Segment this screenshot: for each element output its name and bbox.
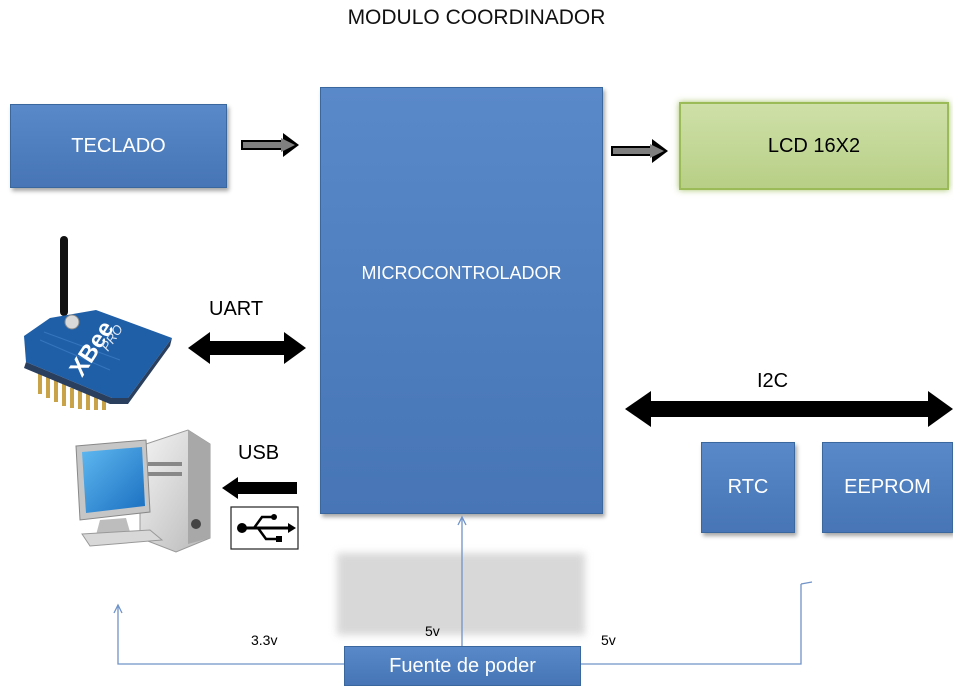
usb-arrow bbox=[222, 477, 297, 499]
uart-label: UART bbox=[209, 298, 264, 320]
usb-label: USB bbox=[238, 442, 280, 464]
keyboard-label: TECLADO bbox=[71, 134, 166, 157]
voltage-5v-right-label: 5v bbox=[601, 632, 616, 648]
mcu-reflection bbox=[337, 553, 585, 635]
voltage-3v3-label: 3.3v bbox=[251, 632, 278, 648]
usb-icon bbox=[230, 506, 299, 550]
power-supply-block: Fuente de poder bbox=[344, 646, 581, 686]
microcontroller-block: MICROCONTROLADOR bbox=[320, 87, 603, 514]
i2c-bidirectional-arrow bbox=[625, 391, 953, 427]
keyboard-block: TECLADO bbox=[10, 104, 227, 188]
microcontroller-label: MICROCONTROLADOR bbox=[361, 263, 562, 283]
mcu-to-lcd-arrow bbox=[611, 139, 668, 163]
lcd-label: LCD 16X2 bbox=[767, 134, 861, 157]
eeprom-label: EEPROM bbox=[844, 476, 931, 498]
i2c-label: I2C bbox=[757, 370, 789, 392]
rtc-label: RTC bbox=[727, 476, 769, 498]
xbee-module-image: XBee PRO bbox=[18, 232, 186, 410]
diagram-title: MODULO COORDINADOR bbox=[347, 6, 606, 29]
eeprom-block: EEPROM bbox=[822, 442, 953, 533]
power-wires bbox=[113, 515, 813, 665]
rtc-block: RTC bbox=[701, 442, 795, 533]
power-supply-label: Fuente de poder bbox=[389, 654, 536, 677]
desktop-computer-icon bbox=[75, 429, 211, 553]
lcd-block: LCD 16X2 bbox=[679, 102, 949, 190]
uart-bidirectional-arrow bbox=[188, 332, 306, 364]
keyboard-to-mcu-arrow bbox=[241, 133, 299, 157]
voltage-5v-center-label: 5v bbox=[425, 623, 440, 639]
